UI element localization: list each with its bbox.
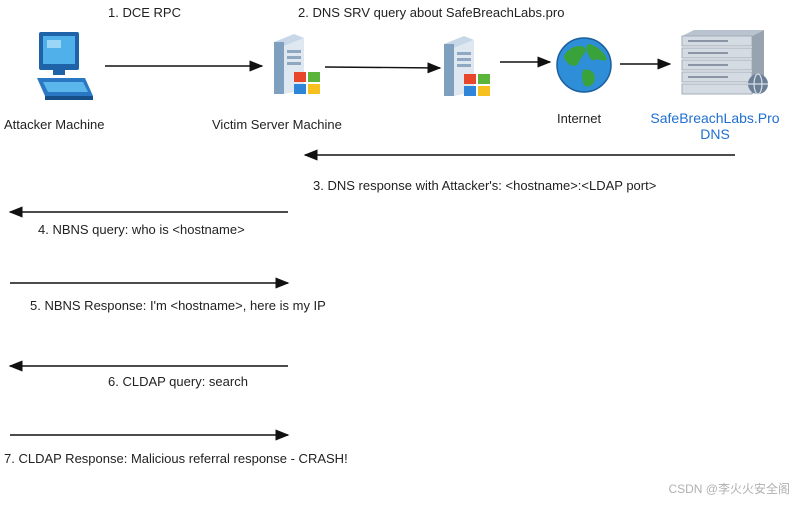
- watermark: CSDN @李火火安全阁: [668, 482, 790, 496]
- step-4-label: 4. NBNS query: who is <hostname>: [38, 222, 245, 237]
- step-7-label: 7. CLDAP Response: Malicious referral re…: [4, 451, 348, 466]
- step-3-label: 3. DNS response with Attacker's: <hostna…: [313, 178, 657, 193]
- dns-server-label: SafeBreachLabs.Pro DNS: [640, 110, 790, 142]
- step-2-label: 2. DNS SRV query about SafeBreachLabs.pr…: [298, 5, 565, 20]
- internet-label: Internet: [557, 111, 602, 126]
- globe-icon: [556, 37, 612, 93]
- dns-server-icon: [681, 30, 768, 95]
- step-5-label: 5. NBNS Response: I'm <hostname>, here i…: [30, 298, 326, 313]
- windows-server-icon: [444, 36, 490, 96]
- dns-name-label: SafeBreachLabs.Pro: [650, 110, 780, 126]
- attacker-label: Attacker Machine: [4, 117, 105, 132]
- step-6-label: 6. CLDAP query: search: [108, 374, 248, 389]
- windows-server-icon: [274, 34, 320, 94]
- step-1-label: 1. DCE RPC: [108, 5, 181, 20]
- arrow-victim-to-server: [324, 62, 442, 74]
- computer-icon: [37, 32, 93, 100]
- victim-label: Victim Server Machine: [212, 117, 342, 132]
- dns-sub-label: DNS: [700, 126, 730, 142]
